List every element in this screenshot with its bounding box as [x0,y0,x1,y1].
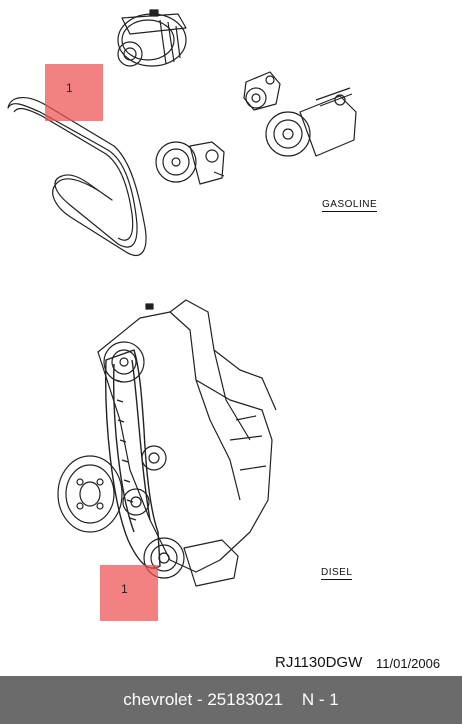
power-steering-pump [155,141,225,185]
belt-diagram [7,9,357,587]
engine-block-diesel [97,299,277,573]
callout-marker-1-top: 1 [45,64,103,121]
footer-gap [283,690,302,710]
alternator-gasoline [117,9,187,67]
gasoline-variant-label: GASOLINE [322,199,378,212]
callout-marker-1-bottom: 1 [100,565,158,621]
diesel-variant-label: DISEL [321,567,353,580]
footer-page: N - 1 [301,690,339,709]
document-code: RJ1130DGW [275,654,363,671]
footer-part-number: 25183021 [207,690,283,709]
idler-pulley [141,445,167,471]
callout-number: 1 [66,81,73,95]
tensioner-pulley-diesel [122,488,150,516]
drive-belt-diesel [105,349,161,569]
ac-compressor [265,87,357,157]
camshaft-pulley [103,341,145,383]
drive-belt-gasoline [7,97,147,257]
alternator-pulley-diesel [143,537,239,587]
footer-bar: chevrolet - 25183021 N - 1 [0,676,462,724]
callout-number: 1 [121,582,128,596]
document-date: 11/01/2006 [376,656,441,671]
footer-brand: chevrolet [123,690,193,709]
crankshaft-pulley [57,455,123,533]
footer-separator: - [192,690,208,709]
belt-tensioner-gasoline [243,71,281,111]
